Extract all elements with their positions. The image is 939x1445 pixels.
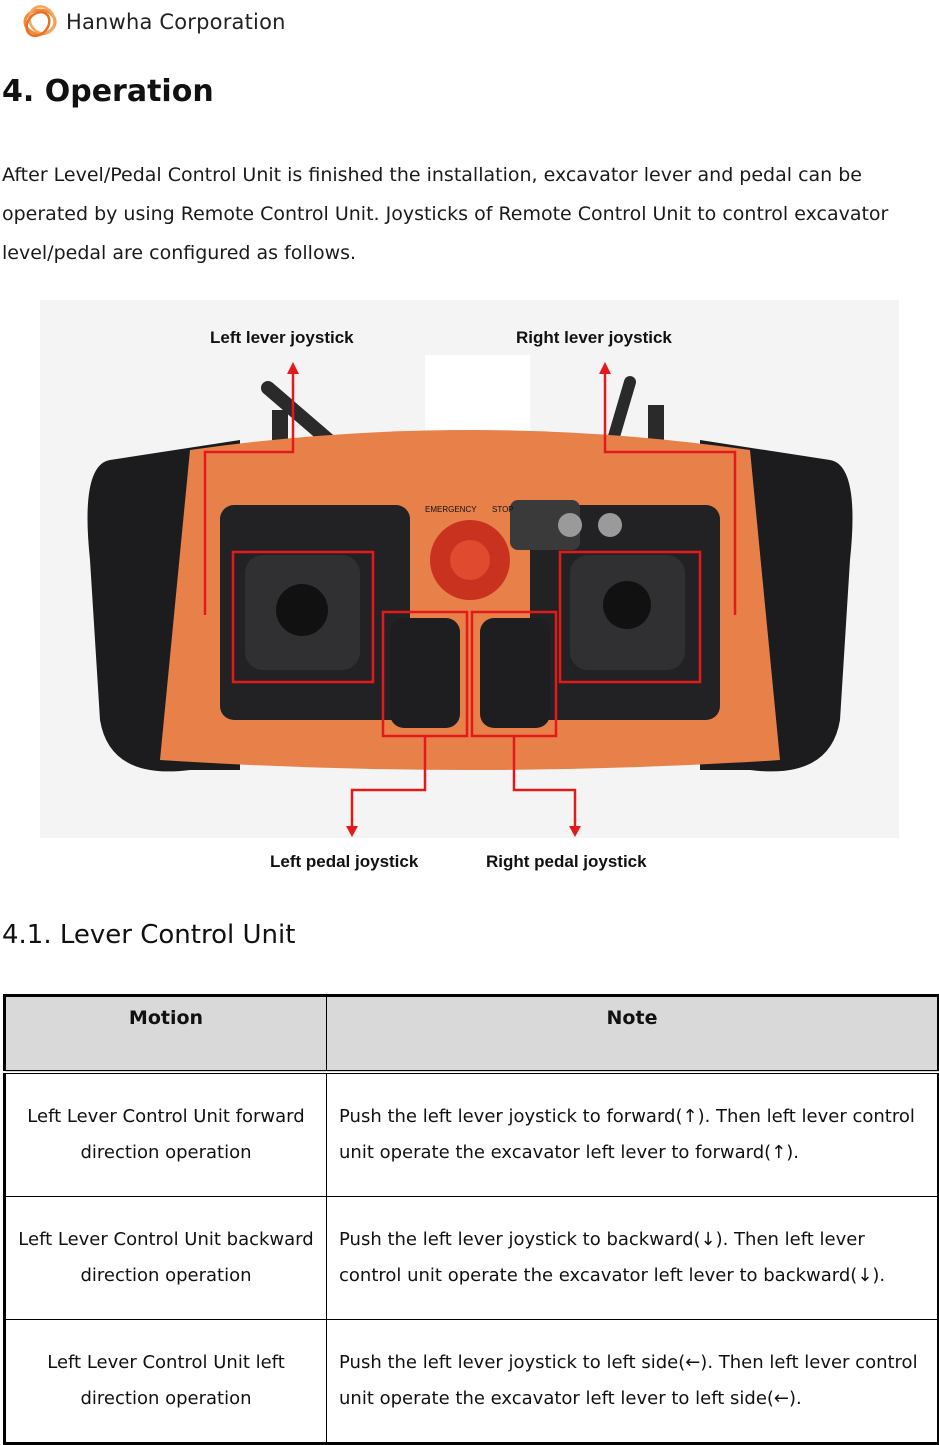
lever-control-table: Motion Note Left Lever Control Unit forw… (3, 994, 939, 1445)
callout-left-lever-joystick: Left lever joystick (210, 328, 354, 347)
table-row: Left Lever Control Unit forward directio… (4, 1071, 939, 1197)
motion-cell: Left Lever Control Unit left direction o… (4, 1319, 327, 1444)
callout-right-pedal-joystick: Right pedal joystick (486, 852, 647, 871)
subsection-title: 4.1. Lever Control Unit (2, 920, 296, 950)
table-row: Left Lever Control Unit backward directi… (4, 1196, 939, 1320)
motion-cell: Left Lever Control Unit backward directi… (4, 1196, 327, 1320)
note-cell: Push the left lever joystick to forward(… (326, 1071, 939, 1197)
remote-control-illustration: EMERGENCY STOP (40, 300, 899, 838)
emergency-label: EMERGENCY (425, 505, 477, 514)
hanwha-logo-icon (23, 5, 57, 38)
remote-control-figure: EMERGENCY STOP Left lever joystick Right… (40, 300, 899, 871)
stop-label: STOP (492, 505, 514, 514)
note-cell: Push the left lever joystick to backward… (326, 1196, 939, 1320)
table-header-row: Motion Note (4, 995, 939, 1074)
company-logo: Hanwha Corporation (20, 2, 286, 42)
callout-right-lever-joystick: Right lever joystick (516, 328, 672, 347)
motion-cell: Left Lever Control Unit forward directio… (4, 1071, 327, 1197)
table-row: Left Lever Control Unit left direction o… (4, 1319, 939, 1444)
company-name: Hanwha Corporation (66, 10, 286, 34)
note-cell: Push the left lever joystick to left sid… (326, 1319, 939, 1444)
section-title: 4. Operation (2, 74, 214, 109)
intro-paragraph: After Level/Pedal Control Unit is finish… (2, 164, 889, 264)
callout-left-pedal-joystick: Left pedal joystick (270, 852, 419, 871)
header-note: Note (326, 995, 939, 1074)
header-motion: Motion (4, 995, 327, 1074)
